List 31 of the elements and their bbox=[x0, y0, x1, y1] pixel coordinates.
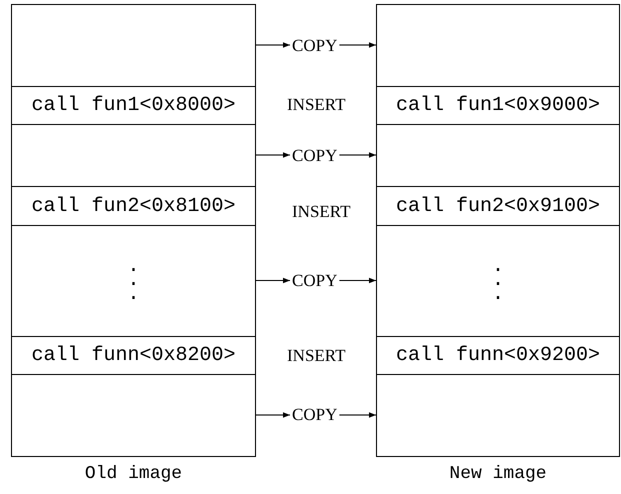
memory-block bbox=[11, 124, 256, 187]
memory-block bbox=[376, 374, 620, 457]
memory-block bbox=[11, 374, 256, 457]
memory-block: call funn<0x8200> bbox=[11, 336, 256, 375]
copy-label: COPY bbox=[292, 271, 338, 291]
insert-label: INSERT bbox=[292, 202, 350, 222]
memory-block bbox=[376, 4, 620, 87]
column-caption: Old image bbox=[84, 464, 184, 484]
memory-block bbox=[11, 4, 256, 87]
arrow bbox=[338, 42, 376, 48]
insert-label: INSERT bbox=[287, 95, 346, 115]
memory-block: call fun2<0x9100> bbox=[376, 186, 620, 226]
copy-label: COPY bbox=[292, 36, 338, 56]
insert-label: INSERT bbox=[287, 346, 346, 366]
memory-block: call fun1<0x8000> bbox=[11, 86, 256, 125]
memory-block: call fun2<0x8100> bbox=[11, 186, 256, 226]
arrow bbox=[256, 412, 290, 418]
arrow bbox=[338, 152, 376, 158]
arrow bbox=[256, 278, 290, 284]
ellipsis-block: . . . bbox=[11, 225, 256, 337]
arrow bbox=[338, 412, 376, 418]
ellipsis-block: . . . bbox=[376, 225, 620, 337]
memory-block bbox=[376, 124, 620, 187]
arrow bbox=[256, 42, 290, 48]
arrow bbox=[256, 152, 290, 158]
copy-label: COPY bbox=[292, 405, 338, 425]
copy-label: COPY bbox=[292, 146, 338, 166]
memory-block: call fun1<0x9000> bbox=[376, 86, 620, 125]
arrow bbox=[338, 278, 376, 284]
column-caption: New image bbox=[448, 464, 548, 484]
memory-block: call funn<0x9200> bbox=[376, 336, 620, 375]
